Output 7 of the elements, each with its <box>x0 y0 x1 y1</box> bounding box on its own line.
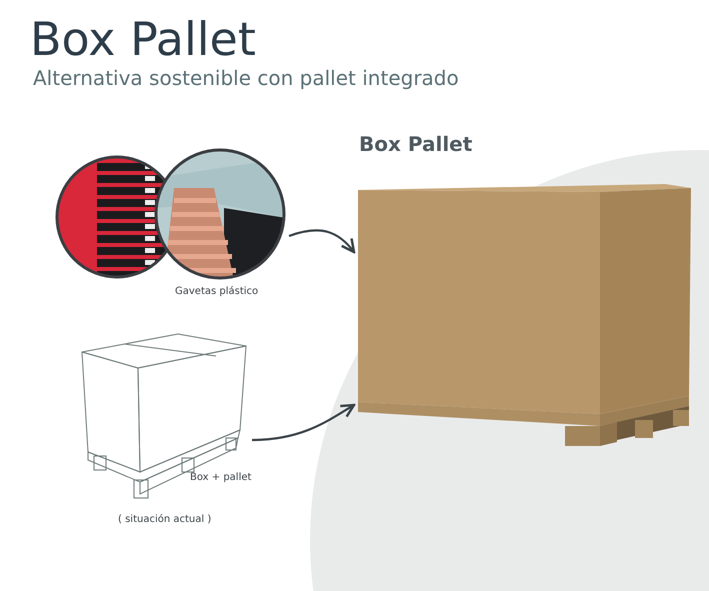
node-label: ( situación actual ) <box>118 514 212 525</box>
arrow <box>288 229 356 254</box>
node-label: Gavetas plástico <box>175 286 258 297</box>
title: Box Pallet <box>30 14 256 65</box>
heading: Box Pallet <box>359 132 472 156</box>
node-label: Box + pallet <box>190 472 252 483</box>
subtitle: Alternativa sostenible con pallet integrado <box>33 66 459 90</box>
